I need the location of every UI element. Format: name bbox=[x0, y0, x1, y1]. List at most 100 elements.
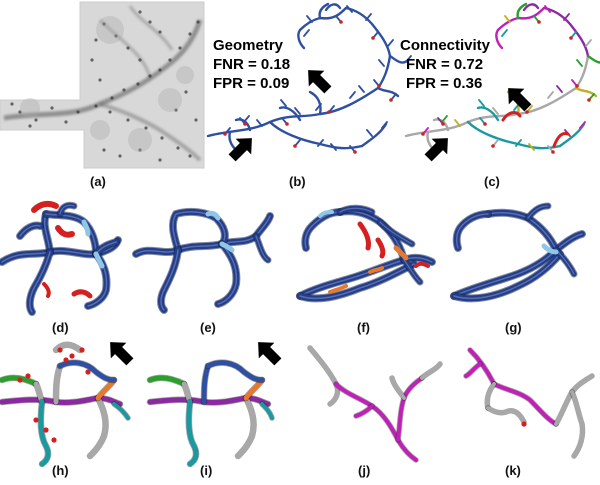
error-tip bbox=[57, 347, 63, 353]
error-tip bbox=[25, 373, 31, 379]
tube-branch bbox=[26, 249, 53, 315]
skeleton-twig bbox=[528, 143, 535, 151]
tube-branch-highlight bbox=[453, 253, 561, 300]
skeleton-branch bbox=[297, 28, 306, 50]
bouton-dot bbox=[114, 34, 118, 38]
panel-label-i: (i) bbox=[200, 463, 213, 478]
bouton-dot bbox=[148, 74, 152, 78]
skeleton-twig bbox=[501, 29, 508, 37]
bouton-dot bbox=[138, 10, 142, 14]
tube-branch bbox=[525, 203, 551, 221]
panel-label-h: (h) bbox=[52, 463, 69, 478]
skeleton-twig bbox=[387, 39, 394, 47]
tube-segment bbox=[260, 402, 274, 420]
error-tip bbox=[421, 132, 425, 136]
bouton-dot bbox=[188, 154, 192, 158]
skeleton-branch bbox=[586, 54, 600, 64]
bouton-dot bbox=[158, 68, 162, 72]
background-blob bbox=[20, 98, 40, 118]
panel-g-3d-render bbox=[450, 202, 586, 303]
error-tube bbox=[357, 221, 371, 251]
panel-k-3d-render bbox=[463, 347, 595, 459]
panel-d-3d-render bbox=[0, 200, 122, 316]
error-segment bbox=[501, 111, 522, 122]
geometry-title: Geometry bbox=[213, 37, 284, 54]
skeleton-twig bbox=[454, 119, 461, 127]
skeleton-twig bbox=[349, 91, 356, 99]
highlight-tube bbox=[205, 210, 221, 221]
skeleton-twig bbox=[504, 15, 511, 23]
tube-branch-highlight bbox=[299, 263, 415, 300]
skeleton-twig bbox=[378, 59, 385, 67]
skeleton-branch bbox=[228, 130, 238, 152]
tube-main bbox=[451, 231, 585, 299]
skeleton-branch bbox=[516, 2, 528, 20]
tube-segment bbox=[468, 348, 496, 386]
error-tube bbox=[55, 225, 75, 238]
tube-branch bbox=[17, 222, 43, 239]
skeleton-twig bbox=[294, 107, 301, 115]
tube-branch-highlight bbox=[403, 259, 421, 283]
error-tip bbox=[587, 98, 591, 102]
bouton-dot bbox=[188, 32, 192, 36]
error-tube bbox=[375, 237, 386, 259]
error-tip bbox=[525, 110, 529, 114]
tube-segment bbox=[334, 382, 418, 462]
skeleton-twig bbox=[358, 85, 365, 93]
error-tip bbox=[285, 122, 289, 126]
bouton-dot bbox=[110, 96, 114, 100]
background-blob bbox=[176, 66, 194, 84]
tube-branch-highlight bbox=[160, 249, 179, 311]
skeleton-branch bbox=[324, 3, 342, 12]
bouton-dot bbox=[94, 104, 98, 108]
error-tip bbox=[63, 357, 69, 363]
background-blob bbox=[158, 88, 182, 112]
error-tip bbox=[521, 421, 527, 427]
tube-branch bbox=[337, 205, 375, 215]
skeleton-twig bbox=[256, 119, 263, 127]
skeleton-twig bbox=[478, 99, 485, 107]
skeleton-twig bbox=[306, 15, 313, 23]
error-tip bbox=[569, 36, 573, 40]
tube-segment bbox=[390, 376, 406, 400]
skeleton-twig bbox=[280, 99, 287, 107]
bouton-dot bbox=[98, 78, 102, 82]
highlight-tube bbox=[93, 251, 105, 269]
error-tip bbox=[17, 377, 23, 383]
bouton-dot bbox=[34, 118, 38, 122]
bouton-dot bbox=[64, 120, 68, 124]
arrow-h bbox=[110, 342, 134, 366]
tube-branch bbox=[451, 251, 563, 302]
skeleton-branch bbox=[344, 6, 392, 58]
skeleton-branch bbox=[522, 3, 540, 12]
panel-a-microscopy-image bbox=[0, 1, 205, 169]
error-tip bbox=[43, 427, 49, 433]
background-blob bbox=[90, 120, 110, 140]
bouton-dot bbox=[28, 124, 32, 128]
tube-branch-highlight bbox=[172, 211, 226, 251]
skeleton-branch bbox=[466, 120, 562, 150]
error-tip bbox=[339, 20, 343, 24]
tube-branch bbox=[453, 211, 491, 251]
panel-e-3d-render bbox=[132, 207, 274, 314]
skeleton-twig bbox=[576, 59, 583, 67]
geometry-fpr: FPR = 0.09 bbox=[213, 75, 290, 92]
tube-branch-highlight bbox=[455, 213, 489, 249]
error-tube bbox=[42, 282, 51, 298]
skeleton-twig bbox=[243, 115, 250, 123]
error-tip bbox=[293, 144, 297, 148]
tube-branch-highlight bbox=[527, 205, 549, 219]
skeleton-twig bbox=[515, 139, 522, 147]
bouton-dot bbox=[194, 118, 198, 122]
tube-segment bbox=[186, 399, 199, 467]
tube-segment bbox=[486, 406, 526, 424]
panel-label-d: (d) bbox=[52, 320, 69, 335]
arrow-c-up bbox=[424, 138, 448, 162]
highlight-tube bbox=[541, 243, 559, 255]
panel-label-c: (c) bbox=[484, 174, 500, 189]
error-tip bbox=[33, 417, 39, 423]
background-blob bbox=[96, 16, 124, 44]
bouton-dot bbox=[126, 118, 130, 122]
geometry-metrics: Geometry FNR = 0.18 FPR = 0.09 bbox=[213, 36, 290, 93]
tube-branch bbox=[377, 219, 415, 247]
